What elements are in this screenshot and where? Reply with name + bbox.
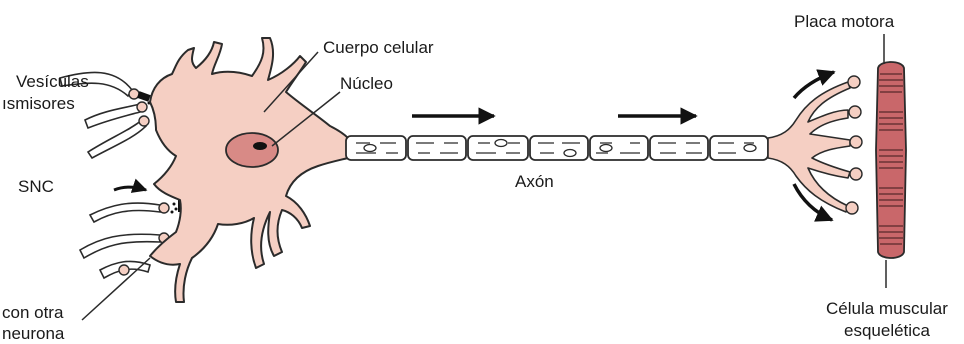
cell-body: [150, 38, 348, 302]
label-vesicles-line2: ısmisores: [2, 94, 75, 114]
incoming-arrow: [114, 187, 146, 190]
label-nucleus: Núcleo: [340, 74, 393, 94]
myelin-segment: [710, 136, 768, 160]
label-muscle-line1: Célula muscular: [826, 299, 948, 319]
label-axon: Axón: [515, 172, 554, 192]
nucleus: [226, 133, 278, 167]
myelin-segment: [408, 136, 466, 160]
label-motor-plate: Placa motora: [794, 12, 894, 32]
muscle-cell: [876, 62, 906, 258]
label-vesicles-line1: Vesículas: [16, 72, 89, 92]
myelin-segment: [590, 136, 648, 160]
label-muscle-line2: esquelética: [844, 321, 930, 341]
label-cell-body: Cuerpo celular: [323, 38, 434, 58]
myelin-segment: [530, 136, 588, 160]
label-other-neuron-line2: neurona: [2, 324, 64, 344]
label-cns: SNC: [18, 177, 54, 197]
axon: [346, 136, 768, 160]
label-other-neuron-line1: con otra: [2, 303, 63, 323]
myelin-segment: [650, 136, 708, 160]
synaptic-cleft-marker: [137, 91, 151, 102]
axon-terminal-branches: [768, 82, 850, 212]
nucleolus: [253, 142, 267, 150]
